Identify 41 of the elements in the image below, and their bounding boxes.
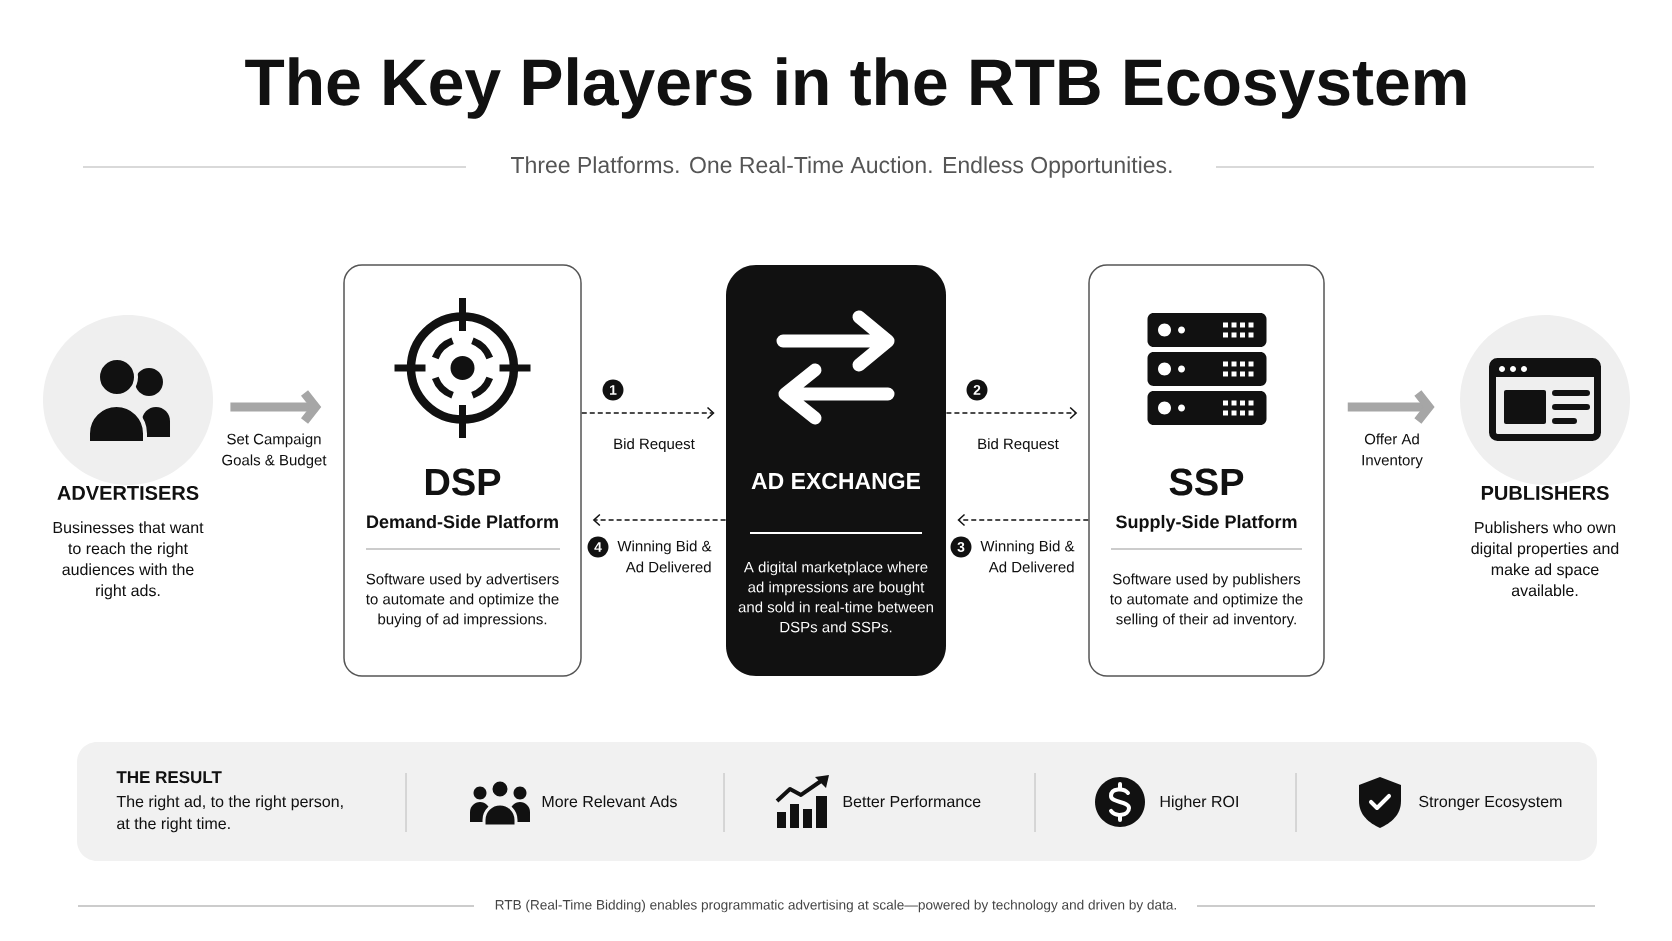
dashed-arrow (945, 406, 1078, 420)
dashed-arrow (581, 406, 715, 420)
exchange-card (726, 265, 946, 676)
node-description: Publishers who own digital properties and make ad space available. (1471, 521, 1619, 597)
node-subtitle: Supply-Side Platform (1116, 514, 1297, 532)
result-panel (77, 742, 1597, 861)
flow-arrow (230, 390, 322, 424)
platform-card (343, 264, 582, 677)
edge-label: Offer Ad Inventory (1362, 433, 1423, 469)
edge-label: Winning Bid & Ad Delivered (617, 540, 712, 573)
node-description: Software used by advertisers to automate and optimize the buying of ad impressions. (366, 573, 559, 628)
dashed-arrow (957, 513, 1089, 527)
flow-arrow (1347, 390, 1435, 424)
footnote: RTB (Real-Time Bidding) enables programmatic advertising at scale—powered by technology and driven by data. (495, 899, 1176, 913)
platform-card (1088, 264, 1325, 677)
panel-heading: THE RESULT (116, 771, 222, 784)
panel-text: The right ad, to the right person, at the right time. (116, 795, 343, 833)
dashed-arrow (592, 513, 727, 527)
edge-label: Bid Request (978, 438, 1059, 453)
node-title: SSP (1169, 468, 1244, 496)
step-number: 4 (587, 536, 609, 558)
node-description: A digital marketplace where ad impressions are bought and sold in real-time between DSPs and SSPs. (738, 561, 933, 633)
benefit-label: Stronger Ecosystem (1419, 795, 1562, 811)
subtitle: Three Platforms. One Real-Time Auction. Endless Opportunities. (511, 156, 1172, 178)
node-subtitle: Demand-Side Platform (367, 514, 558, 529)
edge-label: Winning Bid & Ad Delivered (980, 540, 1075, 573)
page-title: The Key Players in the RTB Ecosystem (245, 57, 1466, 119)
node-description: Software used by publishers to automate and optimize the selling of their ad inventory. (1110, 573, 1303, 628)
benefit-label: More Relevant Ads (542, 795, 677, 808)
step-number: 2 (966, 379, 988, 401)
benefit-label: Better Performance (843, 795, 981, 808)
edge-label: Bid Request (614, 438, 695, 453)
node-title: AD EXCHANGE (751, 472, 921, 490)
benefit-label: Higher ROI (1160, 795, 1238, 811)
node-title: ADVERTISERS (57, 485, 199, 501)
edge-label: Set Campaign Goals & Budget (222, 433, 327, 469)
step-number: 3 (950, 536, 972, 558)
step-number: 1 (602, 379, 624, 401)
node-title: PUBLISHERS (1481, 485, 1609, 501)
node-description: Businesses that want to reach the right audiences with the right ads. (53, 521, 204, 600)
node-title: DSP (426, 468, 501, 496)
